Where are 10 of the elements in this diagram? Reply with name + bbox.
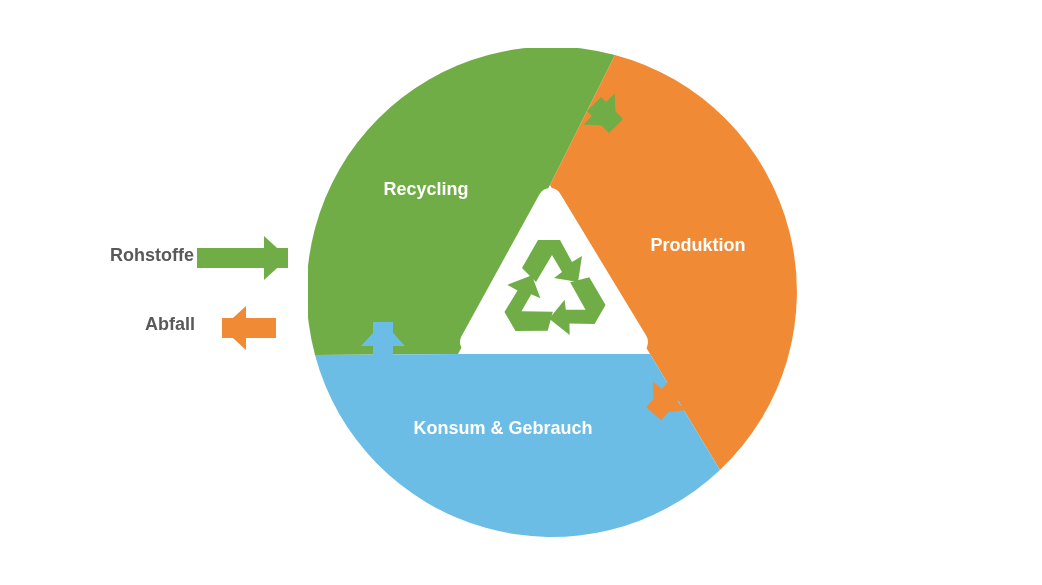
block-arrow	[583, 93, 624, 134]
block-arrow	[361, 322, 405, 355]
flow-label: Abfall	[145, 314, 195, 335]
block-arrow	[222, 306, 276, 350]
segment-label: Produktion	[650, 234, 746, 256]
block-arrow	[646, 381, 686, 421]
block-arrow	[197, 236, 288, 280]
segment-label: Recycling	[383, 178, 469, 200]
flow-label: Rohstoffe	[110, 245, 194, 266]
segment-label: Konsum & Gebrauch	[413, 417, 593, 439]
